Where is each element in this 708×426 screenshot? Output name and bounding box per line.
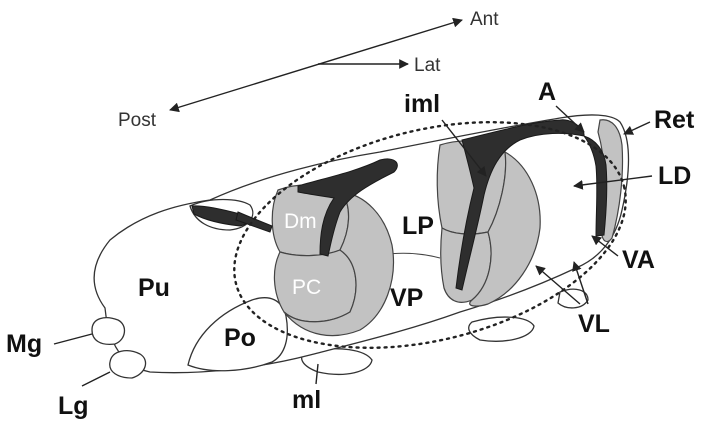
label-a: A bbox=[538, 78, 556, 106]
label-po: Po bbox=[224, 324, 256, 352]
label-va: VA bbox=[622, 246, 655, 274]
orientation-axes: Ant Lat Post bbox=[118, 9, 499, 131]
label-ml: ml bbox=[292, 386, 321, 414]
lat-label: Lat bbox=[414, 55, 441, 76]
label-dm: Dm bbox=[284, 210, 317, 233]
label-ld: LD bbox=[658, 162, 691, 190]
label-lg: Lg bbox=[58, 392, 89, 420]
label-lp: LP bbox=[402, 212, 434, 240]
label-pc: PC bbox=[292, 276, 321, 299]
mg-leader bbox=[54, 334, 92, 344]
label-iml: iml bbox=[404, 90, 440, 118]
label-ret: Ret bbox=[654, 106, 695, 134]
lg-leader bbox=[82, 372, 110, 386]
mg-knob bbox=[92, 318, 124, 345]
label-mg: Mg bbox=[6, 330, 42, 358]
lg-knob bbox=[110, 351, 146, 378]
ret-leader bbox=[624, 122, 650, 134]
inferior-lobe-right bbox=[469, 317, 534, 341]
label-pu: Pu bbox=[138, 274, 170, 302]
label-vl: VL bbox=[578, 310, 610, 338]
label-vp: VP bbox=[390, 284, 423, 312]
ant-label: Ant bbox=[470, 9, 499, 30]
post-label: Post bbox=[118, 110, 157, 131]
